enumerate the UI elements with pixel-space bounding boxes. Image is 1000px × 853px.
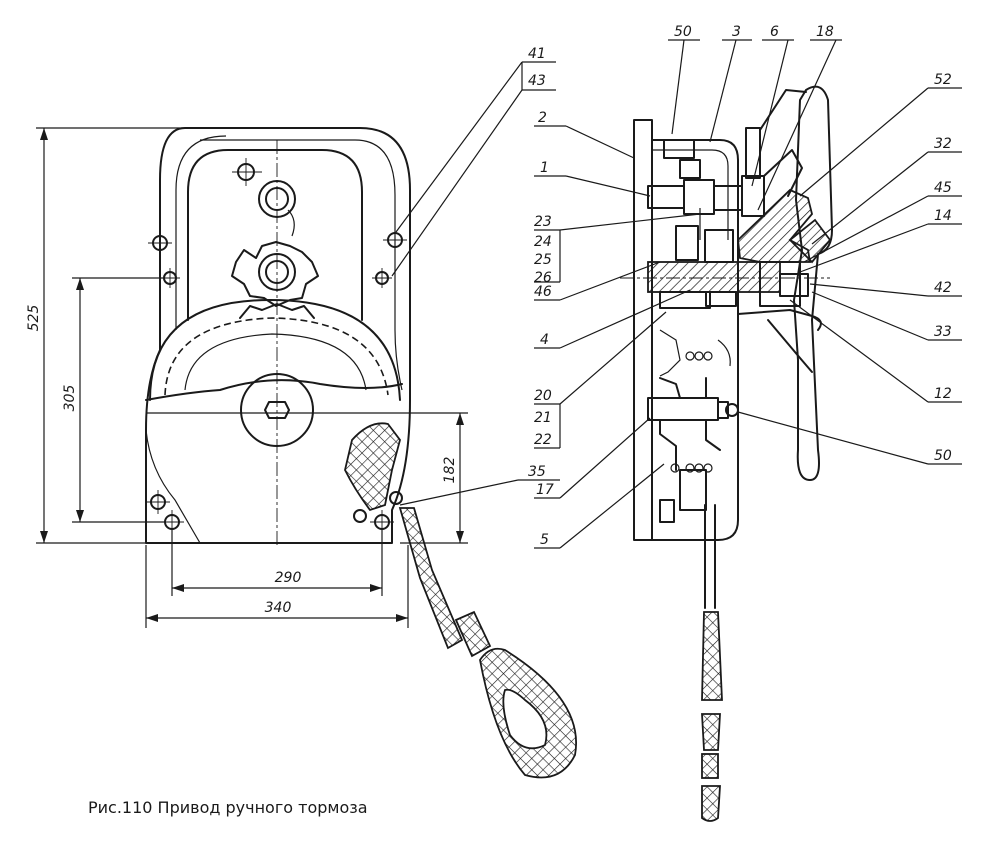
front-callouts: 41 43 35 bbox=[391, 46, 560, 506]
callout-50-top: 50 bbox=[674, 24, 692, 40]
callout-45: 45 bbox=[934, 180, 952, 196]
callout-3: 3 bbox=[732, 24, 741, 40]
callout-24: 24 bbox=[534, 234, 552, 250]
callout-25: 25 bbox=[534, 252, 552, 268]
callout-23: 23 bbox=[534, 214, 552, 230]
housing-inner-outline bbox=[200, 139, 403, 391]
callout-21: 21 bbox=[534, 410, 552, 426]
back-plate bbox=[633, 119, 653, 541]
callout-2: 2 bbox=[538, 110, 547, 126]
callout-5: 5 bbox=[540, 532, 549, 548]
callout-20: 20 bbox=[534, 388, 552, 404]
callout-42: 42 bbox=[934, 280, 952, 296]
side-callouts: 50 3 6 18 2 1 23 24 25 26 bbox=[534, 24, 962, 549]
callout-41: 41 bbox=[528, 46, 546, 62]
callout-43: 43 bbox=[528, 73, 546, 89]
dim-525: 525 bbox=[26, 305, 42, 332]
callout-22: 22 bbox=[534, 432, 552, 448]
dim-340: 340 bbox=[265, 600, 292, 616]
callout-6: 6 bbox=[770, 24, 779, 40]
figure-caption: Рис.110 Привод ручного тормоза bbox=[88, 798, 368, 817]
callout-17: 17 bbox=[536, 482, 554, 498]
callout-18: 18 bbox=[816, 24, 834, 40]
lever-pin bbox=[745, 127, 761, 179]
hub-nut bbox=[264, 401, 290, 419]
side-section-view: 50 3 6 18 2 1 23 24 25 26 bbox=[534, 24, 962, 822]
callout-14: 14 bbox=[934, 208, 952, 224]
rope-eye-loop bbox=[479, 647, 577, 779]
dimensions: 525 305 182 290 340 bbox=[26, 127, 468, 628]
side-cable bbox=[701, 504, 723, 822]
ratchet-gear bbox=[231, 241, 319, 307]
callout-35: 35 bbox=[528, 464, 546, 480]
dim-305: 305 bbox=[62, 385, 78, 412]
handwheel-rim bbox=[793, 85, 833, 481]
callout-4: 4 bbox=[540, 332, 549, 348]
callout-46: 46 bbox=[534, 284, 552, 300]
callout-12: 12 bbox=[934, 386, 952, 402]
housing-outline bbox=[145, 127, 411, 544]
dim-182: 182 bbox=[442, 457, 458, 484]
callout-26: 26 bbox=[534, 270, 552, 286]
callout-32: 32 bbox=[934, 136, 952, 152]
drum-section-edge bbox=[145, 379, 403, 401]
lower-shaft bbox=[647, 397, 719, 421]
dim-290: 290 bbox=[275, 570, 302, 586]
callout-52: 52 bbox=[934, 72, 952, 88]
callout-1: 1 bbox=[540, 160, 549, 176]
chain-guide bbox=[344, 422, 401, 512]
callout-33: 33 bbox=[934, 324, 952, 340]
mounting-holes bbox=[146, 228, 407, 534]
front-view: 525 305 182 290 340 41 43 35 bbox=[26, 46, 577, 779]
cover-plate bbox=[187, 149, 363, 321]
callout-50-bottom: 50 bbox=[934, 448, 952, 464]
